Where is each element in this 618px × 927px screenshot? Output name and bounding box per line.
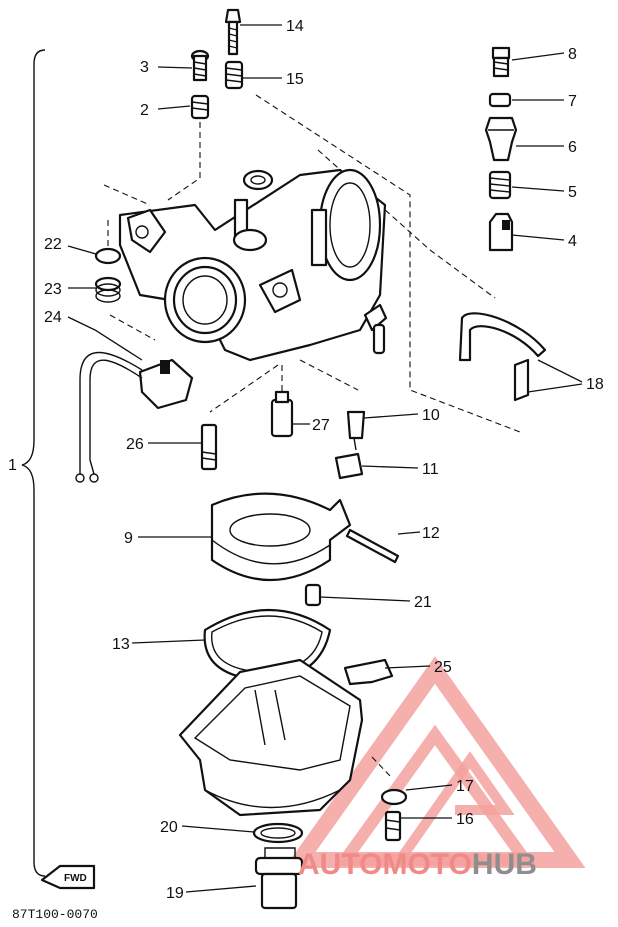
part-22-washer (94, 247, 122, 265)
callout-26: 26 (126, 436, 144, 453)
leader-lines (67, 24, 583, 893)
callout-3: 3 (140, 59, 149, 76)
part-6-fitting (484, 116, 518, 162)
callout-19: 19 (166, 885, 184, 902)
callout-20: 20 (160, 819, 178, 836)
callout-24: 24 (44, 309, 62, 326)
callout-15: 15 (286, 71, 304, 88)
callout-17: 17 (456, 778, 474, 795)
part-24-sensor (75, 351, 194, 483)
part-9-float (210, 492, 352, 582)
part-12-pin (345, 528, 400, 564)
callout-8: 8 (568, 46, 577, 63)
carburetor-body (118, 168, 388, 362)
part-23-spring (94, 276, 122, 303)
part-3-screw (190, 49, 210, 82)
part-11-clip (334, 452, 364, 480)
callout-27: 27 (312, 417, 330, 434)
part-14-screw (224, 8, 242, 56)
part-21-screw (304, 583, 322, 607)
part-26-jet (200, 423, 218, 471)
part-18-hose (458, 312, 547, 402)
callout-11: 11 (422, 461, 439, 478)
part-15-spring (224, 60, 244, 90)
part-17-washer (380, 788, 408, 806)
callout-1: 1 (8, 457, 17, 474)
float-bowl (178, 658, 364, 817)
part-4-plunger (488, 212, 514, 252)
callout-10: 10 (422, 407, 440, 424)
part-5-spring (488, 170, 512, 200)
fwd-arrow: FWD (40, 864, 96, 890)
callout-6: 6 (568, 139, 577, 156)
callout-12: 12 (422, 525, 440, 542)
fwd-label: FWD (64, 873, 87, 884)
callout-labels: 1 2 3 4 5 6 7 8 9 10 11 12 13 14 15 16 1… (8, 18, 604, 902)
part-27-jet (270, 390, 294, 438)
callout-4: 4 (568, 233, 577, 250)
part-19-drain-plug (254, 847, 304, 910)
callout-16: 16 (456, 811, 474, 828)
part-25-bracket (343, 658, 394, 686)
part-20-o-ring (252, 822, 304, 844)
part-8-bolt (491, 46, 511, 78)
callout-14: 14 (286, 18, 304, 35)
callout-21: 21 (414, 594, 432, 611)
watermark-prefix: AUTOMOTO (298, 848, 472, 881)
callout-13: 13 (112, 636, 130, 653)
diagram-code: 87T100-0070 (12, 907, 98, 922)
callout-2: 2 (140, 102, 149, 119)
part-16-screw (384, 810, 402, 842)
callout-18: 18 (586, 376, 604, 393)
callout-5: 5 (568, 184, 577, 201)
callout-23: 23 (44, 281, 62, 298)
assembly-bracket (21, 49, 46, 877)
part-7-nut (488, 92, 512, 108)
part-10-needle-valve (346, 410, 366, 451)
callout-25: 25 (434, 659, 452, 676)
part-2-spring (190, 94, 210, 120)
callout-9: 9 (124, 530, 133, 547)
watermark-suffix: HUB (472, 848, 537, 881)
callout-7: 7 (568, 93, 577, 110)
callout-22: 22 (44, 236, 62, 253)
watermark-text: AUTOMOTOHUB (298, 848, 537, 881)
